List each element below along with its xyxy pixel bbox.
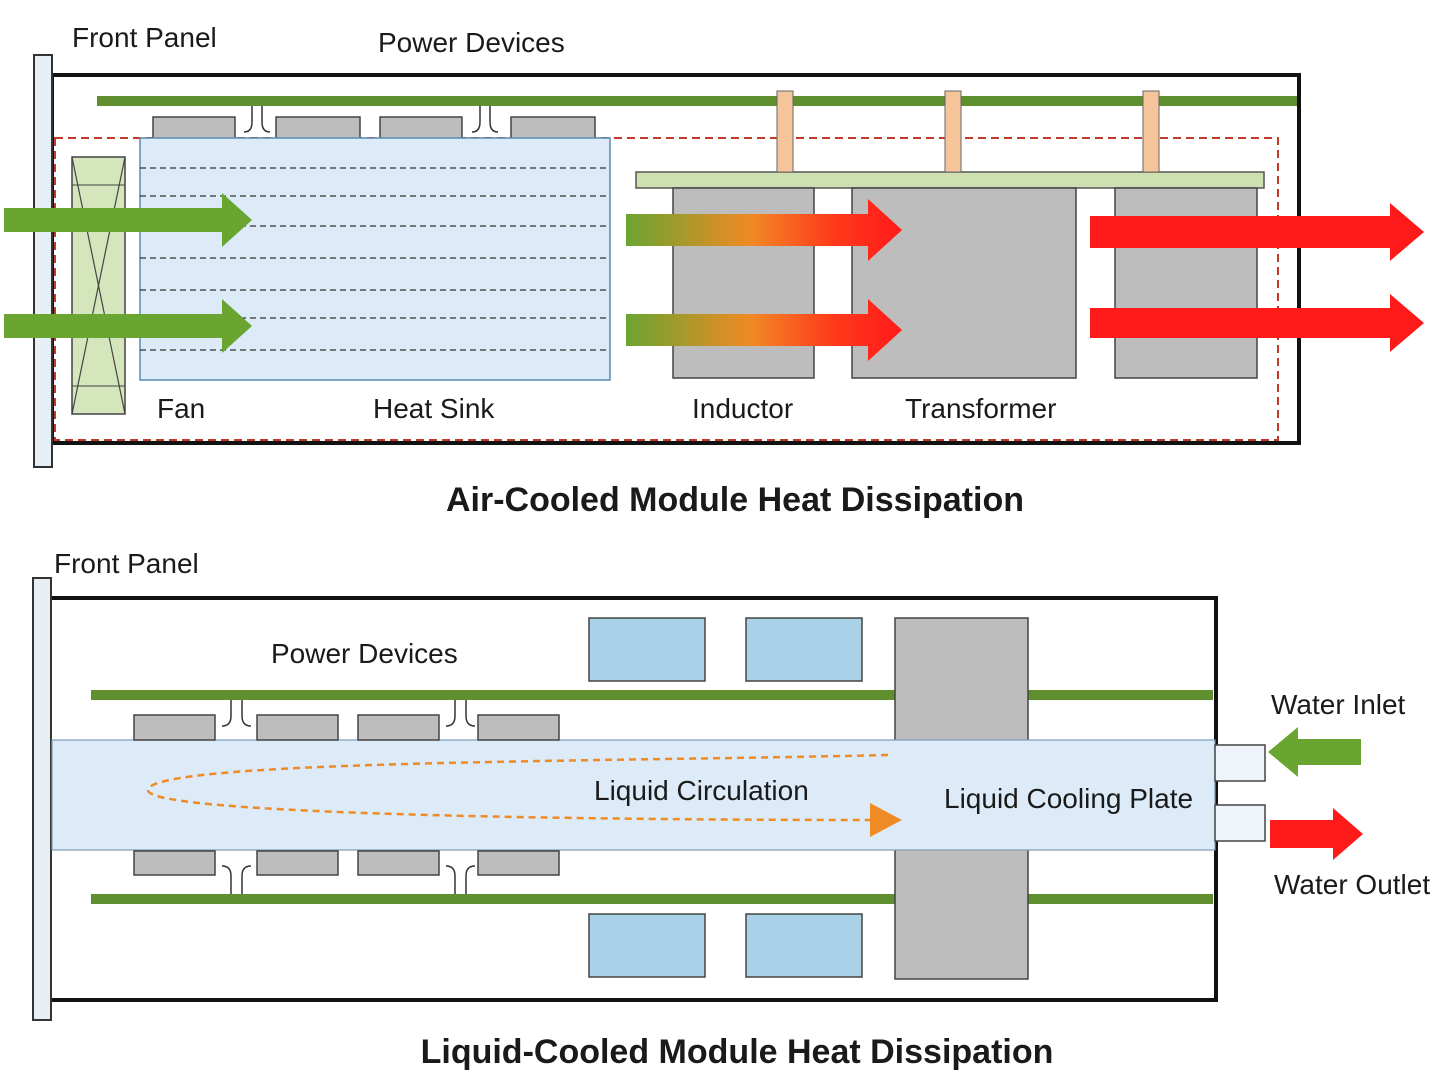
liquid-pcb-top [91, 690, 1213, 700]
air-thermal-boundary [54, 137, 1279, 441]
liquid-cooling-plate-label: Liquid Cooling Plate [944, 783, 1193, 814]
standoff [1142, 90, 1160, 173]
transformer-label: Transformer [905, 393, 1056, 424]
liquid-power-devices-label: Power Devices [271, 638, 458, 669]
capacitor-block [588, 913, 706, 978]
air-exhaust-arrow [1090, 294, 1424, 352]
power-device [379, 116, 463, 140]
magnetics-board [635, 171, 1265, 189]
air-inlet-arrow [4, 299, 252, 353]
power-device [133, 850, 216, 876]
heat-sink [139, 137, 611, 381]
device-lead [445, 865, 476, 894]
fan-blade [71, 156, 126, 415]
fan-label: Fan [157, 393, 205, 424]
air-power-devices-label: Power Devices [378, 27, 565, 58]
heat-sink-body [139, 137, 611, 381]
power-device [477, 850, 560, 876]
capacitor-block [588, 617, 706, 682]
capacitor-block [745, 913, 863, 978]
air-cooled-title: Air-Cooled Module Heat Dissipation [446, 481, 1024, 519]
power-device [256, 850, 339, 876]
heated-air-arrow [626, 199, 902, 261]
power-device [275, 116, 361, 140]
liquid-cooled-title: Liquid-Cooled Module Heat Dissipation [421, 1033, 1054, 1071]
power-device [477, 714, 560, 741]
capacitor-block [745, 617, 863, 682]
air-front-panel [33, 54, 53, 468]
inductor-label: Inductor [692, 393, 793, 424]
water-outlet-arrow [1270, 808, 1363, 860]
device-lead [221, 700, 252, 727]
heat-sink-label: Heat Sink [373, 393, 495, 424]
air-inlet-arrow [4, 193, 252, 247]
power-device [357, 850, 440, 876]
water-inlet-arrow [1268, 727, 1361, 777]
air-cooled-module: Front Panel Power Devices Fan Heat Sink … [4, 22, 1424, 519]
liquid-circulation-label: Liquid Circulation [594, 775, 809, 806]
fan [71, 156, 126, 415]
power-device [133, 714, 216, 741]
device-lead [445, 700, 476, 727]
air-pcb-bar [97, 96, 1297, 106]
standoff [776, 90, 794, 173]
air-front-panel-label: Front Panel [72, 22, 217, 53]
power-device [510, 116, 596, 140]
water-inlet-port [1214, 744, 1266, 782]
standoff [944, 90, 962, 173]
liquid-power-devices-top [133, 700, 560, 741]
power-device [357, 714, 440, 741]
liquid-cooled-module: Front Panel Power Devices Liquid Circula… [32, 548, 1430, 1071]
device-lead [471, 106, 499, 133]
liquid-front-panel [32, 577, 52, 1021]
power-device [152, 116, 236, 140]
device-lead [221, 865, 252, 894]
heated-air-arrow [626, 299, 902, 361]
liquid-front-panel-label: Front Panel [54, 548, 199, 579]
water-outlet-port [1214, 804, 1266, 842]
circulation-arrowhead [870, 803, 902, 837]
liquid-power-devices-bottom [133, 850, 560, 894]
water-outlet-label: Water Outlet [1274, 869, 1430, 900]
water-inlet-label: Water Inlet [1271, 689, 1406, 720]
device-lead [243, 106, 271, 133]
liquid-pcb-bottom [91, 894, 1213, 904]
air-exhaust-arrow [1090, 203, 1424, 261]
power-device [256, 714, 339, 741]
